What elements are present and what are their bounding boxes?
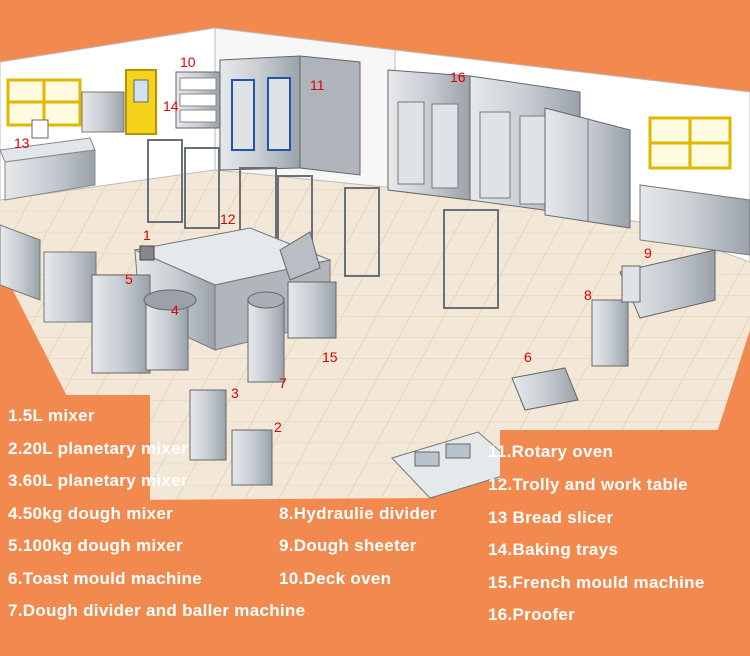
planetary-mixers	[189, 389, 273, 486]
refrigerator	[544, 107, 631, 229]
dough-sheeter	[619, 249, 716, 319]
legend-item-11: 11.Rotary oven	[488, 442, 614, 461]
legend-item-15: 15.French mould machine	[488, 573, 705, 592]
legend-item-2: 2.20L planetary mixer	[8, 439, 188, 458]
legend-item-16: 16.Proofer	[488, 605, 576, 624]
marker-16: 16	[450, 69, 466, 85]
right-counter	[639, 184, 750, 256]
yellow-door	[125, 69, 157, 135]
marker-10: 10	[180, 54, 196, 70]
legend-item-9: 9.Dough sheeter	[279, 536, 417, 555]
dough-mixers	[91, 274, 197, 374]
legend-item-4: 4.50kg dough mixer	[8, 504, 174, 523]
marker-12: 12	[220, 211, 236, 227]
marker-9: 9	[644, 245, 652, 261]
legend-item-13: 13 Bread slicer	[488, 508, 614, 527]
marker-7: 7	[279, 375, 287, 391]
legend-item-3: 3.60L planetary mixer	[8, 471, 188, 490]
legend-item-12: 12.Trolly and work table	[488, 475, 688, 494]
marker-2: 2	[274, 419, 282, 435]
legend-item-5: 5.100kg dough mixer	[8, 536, 183, 555]
yellow-shelf-right	[648, 116, 732, 170]
marker-11: 11	[310, 77, 325, 93]
marker-15: 15	[322, 349, 338, 365]
marker-14: 14	[163, 98, 179, 114]
legend-item-10: 10.Deck oven	[279, 569, 392, 588]
hydraulic-divider	[591, 299, 629, 367]
legend-item-6: 6.Toast mould machine	[8, 569, 202, 588]
marker-4: 4	[171, 302, 179, 318]
legend-item-1: 1.5L mixer	[8, 406, 95, 425]
marker-8: 8	[584, 287, 592, 303]
trolleys	[147, 139, 499, 309]
small-oven	[81, 91, 125, 133]
left-counter	[0, 119, 96, 201]
french-mould-machine	[279, 231, 337, 339]
legend-background	[0, 395, 750, 656]
toast-mould-machine	[511, 367, 579, 411]
legend-item-7: 7.Dough divider and baller machine	[8, 601, 306, 620]
small-mixer	[139, 245, 155, 261]
marker-6: 6	[524, 349, 532, 365]
yellow-shelf-left	[6, 78, 82, 127]
marker-3: 3	[231, 385, 239, 401]
legend-item-14: 14.Baking trays	[488, 540, 619, 559]
marker-1: 1	[143, 227, 151, 243]
marker-5: 5	[125, 271, 133, 287]
deck-oven	[175, 71, 221, 129]
rotary-oven	[219, 55, 361, 176]
left-cabinets	[0, 224, 97, 323]
marker-13: 13	[14, 135, 30, 151]
divider-baller	[247, 291, 285, 383]
legend-item-8: 8.Hydraulie divider	[279, 504, 437, 523]
